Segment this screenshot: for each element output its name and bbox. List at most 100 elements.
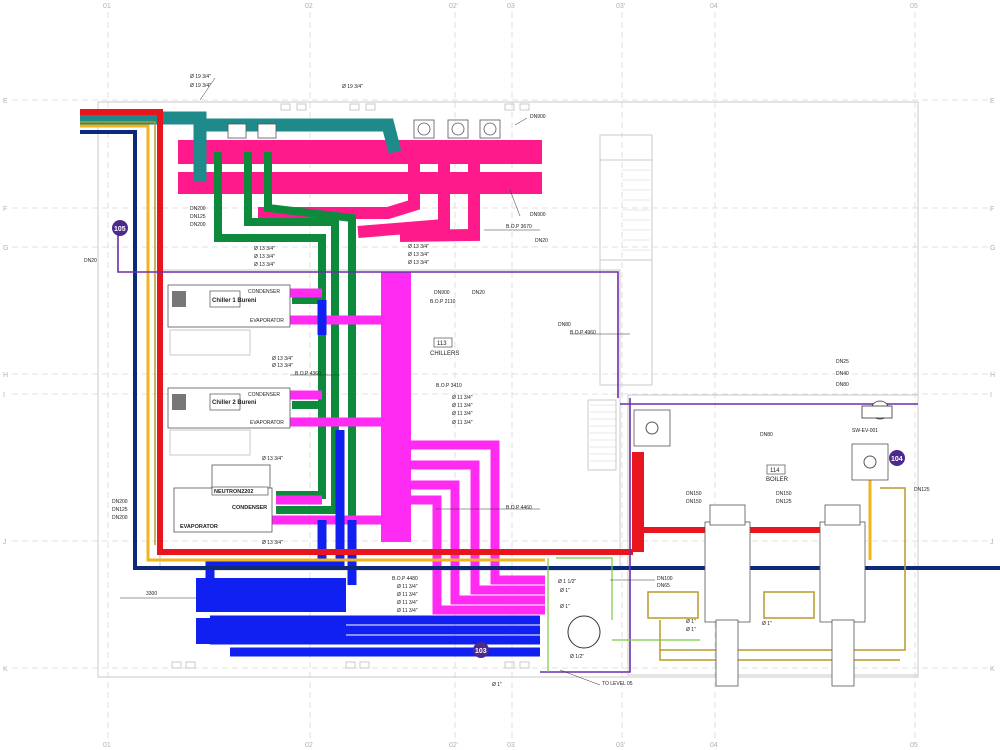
label-dn200c: DN200 [112, 499, 128, 505]
grid-col-04-top: 04 [710, 3, 718, 10]
expansion-tank [567, 615, 601, 649]
annotations: Ø 19 3/4" Ø 19 3/4" Ø 19 3/4" DN900 DN20… [84, 74, 930, 688]
grid-col-04-bottom: 04 [710, 742, 718, 749]
label-dn150a: DN150 [686, 491, 702, 497]
grid-row-F-left: F [3, 206, 7, 213]
label-d1c: Ø 1" [686, 619, 696, 625]
label-d13c: Ø 13 3/4" [254, 262, 275, 268]
blue-lower-header [196, 618, 346, 644]
grid-col-03-bottom: 03 [507, 742, 515, 749]
red-manifold [632, 452, 644, 552]
label-dn900c: DN900 [434, 290, 450, 296]
label-dn125d: DN125 [112, 507, 128, 513]
lower-header-pipe [178, 172, 542, 194]
grid-row-G-right: G [990, 245, 995, 252]
label-d1e: Ø 1" [762, 621, 772, 627]
label-dn25: DN25 [836, 359, 849, 365]
label-dn65: DN65 [657, 583, 670, 589]
room-114-number: 114 [770, 468, 780, 474]
label-d1f: Ø 1" [492, 682, 502, 688]
label-dn150c: DN150 [776, 491, 792, 497]
grid-col-02-top: 02 [305, 3, 313, 10]
label-dhalf: Ø 1/2" [570, 654, 584, 660]
grid-row-E-left: E [3, 98, 8, 105]
room-113-number: 113 [437, 341, 447, 347]
tag-104: 104 [889, 450, 905, 466]
chiller-1-name: Chiller 1 Bureni [212, 298, 257, 304]
label-d11g: Ø 11 3/4" [397, 600, 418, 606]
tag-103: 103 [473, 642, 489, 658]
grid-col-01-top: 01 [103, 3, 111, 10]
valve-tag: SW-EV-001 [852, 428, 878, 434]
grid-row-H-left: H [3, 372, 8, 379]
label-d11d: Ø 11 3/4" [452, 420, 473, 426]
label-bop3410: B.O.P 3410 [436, 383, 462, 389]
label-dn125c: DN125 [914, 487, 930, 493]
grid-row-E-right: E [990, 98, 995, 105]
valve-sw-ev-001: SW-EV-001 [852, 400, 893, 434]
architecture [97, 101, 919, 678]
chiller-3-name: NEUTRON2202 [214, 489, 253, 495]
label-d13g: Ø 13 3/4" [272, 356, 293, 362]
grid-col-02-bottom: 02 [305, 742, 313, 749]
label-dn20a: DN20 [535, 238, 548, 244]
label-d1b: Ø 1" [560, 604, 570, 610]
room-113: 113 CHILLERS [430, 337, 459, 357]
label-tolevel: TO LEVEL 05 [602, 681, 633, 687]
grid-row-K-left: K [3, 666, 8, 673]
grid-col-03p-top: 03' [616, 3, 625, 10]
label-d13i: Ø 13 3/4" [262, 456, 283, 462]
label-d13b: Ø 13 3/4" [254, 254, 275, 260]
grid-row-I-right: I [990, 392, 992, 399]
boiler-1 [704, 504, 751, 687]
grid-col-05-bottom: 05 [910, 742, 918, 749]
tag-104-label: 104 [891, 456, 903, 463]
label-dn200b: DN200 [190, 222, 206, 228]
chiller-2-name: Chiller 2 Bureni [212, 400, 257, 406]
label-dn200a: DN200 [190, 206, 206, 212]
chiller-1: Chiller 1 Bureni CONDENSER EVAPORATOR [167, 284, 291, 328]
label-d13f: Ø 13 3/4" [408, 260, 429, 266]
chiller-2-condenser-label: CONDENSER [248, 392, 280, 398]
grid-col-02p-bottom: 02' [449, 742, 458, 749]
label-d11e: Ø 11 3/4" [397, 584, 418, 590]
label-d13h: Ø 13 3/4" [272, 363, 293, 369]
fan-units [227, 119, 501, 139]
boiler-2 [819, 504, 866, 687]
label-bop4480: B.O.P 4480 [392, 576, 418, 582]
label-dn900a: DN900 [530, 114, 546, 120]
chiller-2: Chiller 2 Bureni CONDENSER EVAPORATOR [167, 387, 291, 429]
label-d1d: Ø 1" [686, 627, 696, 633]
pump-skids [633, 409, 889, 619]
grid-col-03-top: 03 [507, 3, 515, 10]
label-dn125a: DN125 [190, 214, 206, 220]
label-dn40: DN40 [836, 371, 849, 377]
label-d1half: Ø 1 1/2" [558, 579, 576, 585]
label-dn20b: DN20 [84, 258, 97, 264]
room-113-name: CHILLERS [430, 351, 459, 357]
chiller-3-condenser-label: CONDENSER [232, 505, 267, 511]
violet-riser [381, 272, 411, 542]
yellow-loop [80, 124, 872, 562]
chiller-3-evaporator-label: EVAPORATOR [180, 524, 218, 530]
label-d19b: Ø 19 3/4" [190, 83, 211, 89]
label-d13d: Ø 13 3/4" [408, 244, 429, 250]
chiller-3: NEUTRON2202 CONDENSER EVAPORATOR [173, 464, 273, 533]
olive-loop [80, 121, 906, 661]
grid-row-J-right: J [990, 539, 994, 546]
label-d13a: Ø 13 3/4" [254, 246, 275, 252]
label-dn20c: DN20 [472, 290, 485, 296]
label-dn80a: DN80 [558, 322, 571, 328]
purple-lines [117, 232, 918, 673]
grid-col-01-bottom: 01 [103, 742, 111, 749]
grid-col-05-top: 05 [910, 3, 918, 10]
label-bop2110: B.O.P 2110 [430, 299, 456, 305]
upper-header-pipe [178, 140, 542, 164]
label-d13j: Ø 13 3/4" [262, 540, 283, 546]
label-bop4460: B.O.P 4460 [506, 505, 532, 511]
label-dn80c: DN80 [760, 432, 773, 438]
label-d1a: Ø 1" [560, 588, 570, 594]
label-bop3670: B.O.P 3670 [506, 224, 532, 230]
label-d19c: Ø 19 3/4" [342, 84, 363, 90]
